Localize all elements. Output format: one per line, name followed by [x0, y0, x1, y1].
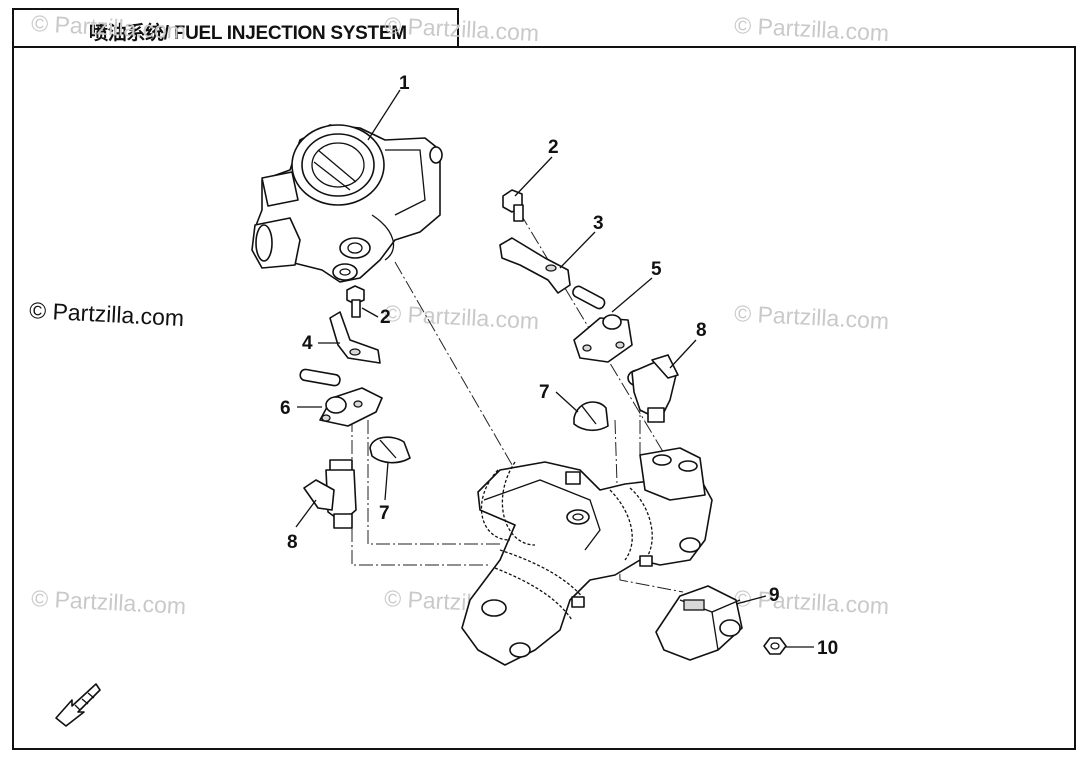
leader-lines — [295, 89, 814, 648]
callout-8: 8 — [696, 320, 707, 341]
callout-labels: 1 2 2 3 4 5 6 7 7 8 8 9 10 — [280, 73, 838, 659]
page-title: 喷油系统/ FUEL INJECTION SYSTEM — [89, 23, 407, 44]
callout-6: 6 — [280, 398, 291, 419]
sensor-bolt — [763, 637, 787, 655]
diagram-frame — [12, 46, 1076, 750]
fwd-arrow-icon — [55, 683, 101, 727]
callout-5: 5 — [651, 259, 662, 280]
callout-10: 10 — [817, 638, 838, 659]
bolt-lower — [346, 285, 365, 318]
map-sensor — [655, 585, 743, 661]
fuel-rail-right — [572, 285, 633, 363]
callout-7: 7 — [379, 503, 390, 524]
callout-3: 3 — [593, 213, 604, 234]
callout-8: 8 — [287, 532, 298, 553]
clamp-bracket-upper — [499, 237, 571, 294]
callout-2: 2 — [548, 137, 559, 158]
fuel-rail-left — [299, 368, 383, 427]
callout-9: 9 — [769, 585, 780, 606]
callout-7: 7 — [539, 382, 550, 403]
callout-1: 1 — [399, 73, 410, 94]
callout-2: 2 — [380, 307, 391, 328]
throttle-body — [251, 124, 443, 283]
clamp-bracket-lower — [329, 311, 381, 364]
bolt-upper — [502, 189, 524, 222]
injector-left — [303, 459, 357, 529]
callout-4: 4 — [302, 333, 313, 354]
clip-right — [573, 401, 609, 432]
injector-right — [627, 354, 679, 423]
clip-left — [369, 436, 411, 464]
title-box: 喷油系统/ FUEL INJECTION SYSTEM — [12, 8, 459, 48]
intake-manifold — [461, 447, 713, 666]
